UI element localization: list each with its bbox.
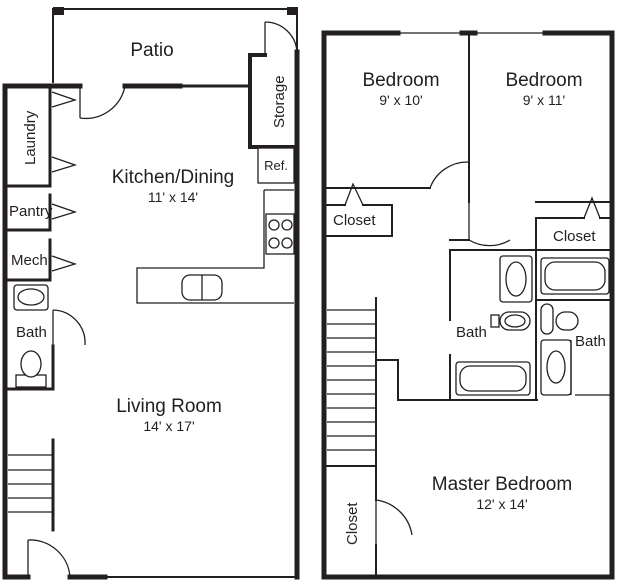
ref-label: Ref. <box>264 158 288 173</box>
kitchen-counter <box>136 189 295 304</box>
patio-walls <box>52 7 298 83</box>
kitchen-dimensions: 11' x 14' <box>148 189 198 205</box>
kitchen-label: Kitchen/Dining <box>112 167 235 188</box>
patio-label: Patio <box>130 40 173 61</box>
bath-right-label: Bath <box>575 333 606 350</box>
bath-left-label: Bath <box>16 324 47 341</box>
closet-right-label: Closet <box>553 228 596 245</box>
kitchen-sink <box>181 274 223 301</box>
outer-walls-left <box>2 49 300 580</box>
bedroom2-dimensions: 9' x 11' <box>523 92 565 108</box>
storage-walls <box>248 21 299 149</box>
bath-center-walls <box>397 249 538 401</box>
living-room-dimensions: 14' x 17' <box>143 418 194 434</box>
bath-center-label: Bath <box>456 324 487 341</box>
laundry-label: Laundry <box>22 110 39 165</box>
stairs-left <box>8 438 55 532</box>
closet-master-label: Closet <box>344 502 361 545</box>
storage-label: Storage <box>271 75 288 128</box>
master-bedroom-dimensions: 12' x 14' <box>476 496 527 512</box>
bedroom2-label: Bedroom <box>505 70 582 91</box>
master-closet <box>375 465 413 578</box>
closet-upper-left <box>323 182 393 237</box>
bedroom1-label: Bedroom <box>362 70 439 91</box>
closet-upper-right <box>535 196 613 251</box>
bedroom1-dimensions: 9' x 10' <box>379 92 422 108</box>
second-floor: Bedroom 9' x 10' Bedroom 9' x 11' Closet… <box>321 30 615 580</box>
pantry-label: Pantry <box>9 203 53 220</box>
bath-left-walls <box>3 284 86 391</box>
living-room-label: Living Room <box>116 396 222 417</box>
stairs-right <box>323 297 399 467</box>
master-bedroom-label: Master Bedroom <box>432 474 572 495</box>
patio-door <box>79 85 126 120</box>
left-closets <box>3 84 78 282</box>
closet-left-label: Closet <box>333 212 376 229</box>
first-floor: Patio Storage Laundry Ref. Kitchen/Dinin… <box>2 7 300 580</box>
mech-label: Mech. <box>11 252 52 269</box>
bath-right-walls <box>535 257 613 396</box>
refrigerator <box>257 147 295 184</box>
bedroom-walls <box>323 32 613 247</box>
outer-walls-right <box>321 30 615 580</box>
front-door <box>27 539 71 578</box>
